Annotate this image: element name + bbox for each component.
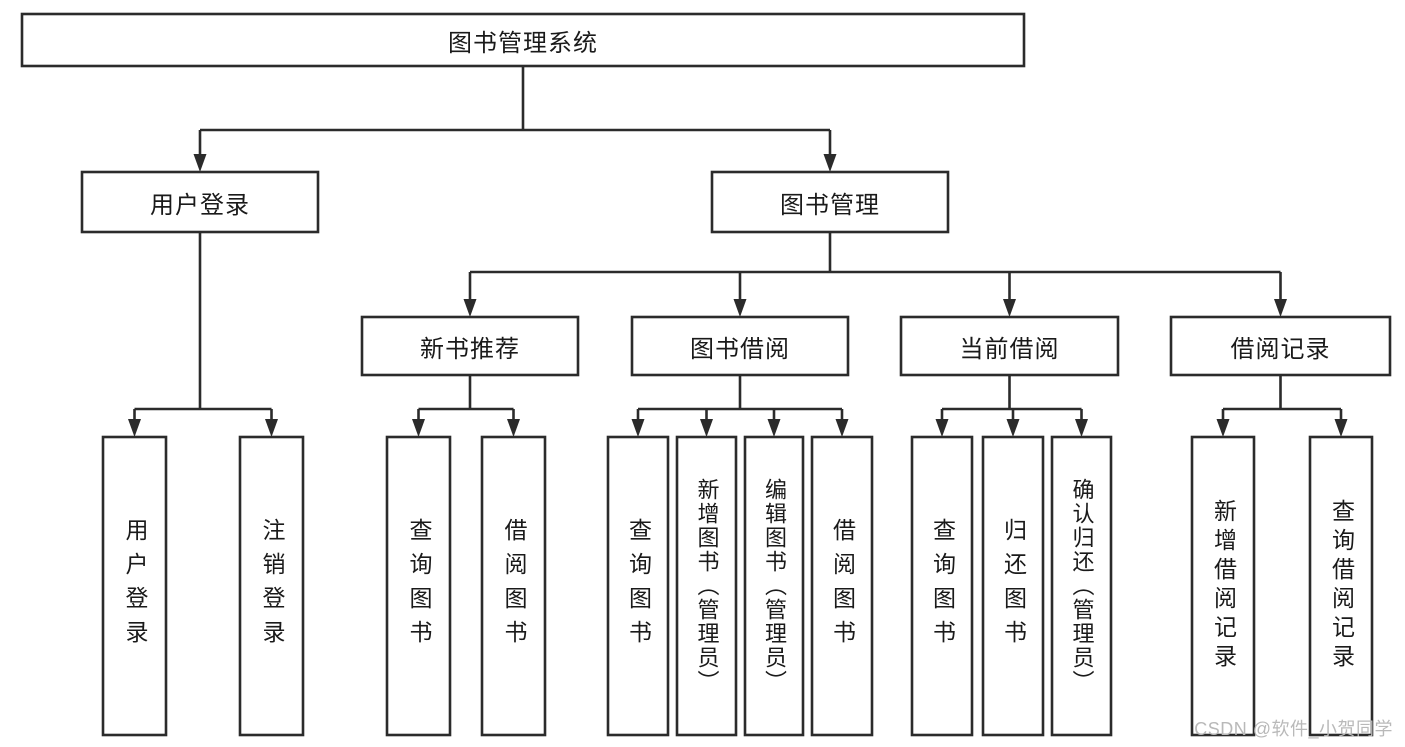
node-box-l4_b1[interactable]	[385, 435, 452, 737]
node-box-l4_e1[interactable]	[1190, 435, 1256, 737]
arrow-head-l2_book-1	[733, 299, 747, 317]
node-box-l3_record[interactable]	[1169, 315, 1392, 377]
arrow-head-l2_login-1	[265, 419, 278, 437]
node-box-root[interactable]	[20, 12, 1026, 68]
arrow-head-l2_login-0	[128, 419, 141, 437]
node-box-l3_borrow[interactable]	[630, 315, 850, 377]
node-box-l4_c2[interactable]	[675, 435, 738, 737]
node-box-l4_c1[interactable]	[606, 435, 670, 737]
node-box-l4_d2[interactable]	[981, 435, 1045, 737]
connector-layer	[128, 66, 1348, 437]
node-box-l4_a1[interactable]	[101, 435, 168, 737]
arrow-head-l3_record-0	[1216, 419, 1230, 437]
arrow-head-root-0	[193, 154, 207, 172]
node-box-l4_b2[interactable]	[480, 435, 547, 737]
node-box-l4_d1[interactable]	[910, 435, 974, 737]
node-box-l3_current[interactable]	[899, 315, 1120, 377]
node-box-l4_d3[interactable]	[1050, 435, 1113, 737]
arrow-head-root-1	[823, 154, 837, 172]
node-box-l4_c4[interactable]	[810, 435, 874, 737]
node-box-l4_e2[interactable]	[1308, 435, 1374, 737]
arrow-head-l3_current-1	[1006, 419, 1020, 437]
node-box-layer	[20, 12, 1392, 737]
arrow-head-l2_book-3	[1274, 299, 1287, 317]
arrow-head-l3_borrow-1	[700, 419, 713, 437]
arrow-head-l2_book-0	[463, 299, 477, 317]
arrow-head-l3_new-0	[412, 419, 425, 437]
arrow-head-l3_borrow-3	[835, 419, 849, 437]
arrow-head-l3_current-2	[1075, 419, 1088, 437]
arrow-head-l3_record-1	[1334, 419, 1348, 437]
arrow-head-l3_borrow-2	[767, 419, 781, 437]
arrow-head-l3_borrow-0	[631, 419, 645, 437]
arrow-head-l3_new-1	[507, 419, 520, 437]
node-box-l2_login[interactable]	[80, 170, 320, 234]
node-box-l3_new[interactable]	[360, 315, 580, 377]
node-box-l4_c3[interactable]	[743, 435, 805, 737]
node-box-l4_a2[interactable]	[238, 435, 305, 737]
arrow-head-l2_book-2	[1003, 299, 1016, 317]
node-box-l2_book[interactable]	[710, 170, 950, 234]
arrow-head-l3_current-0	[935, 419, 949, 437]
